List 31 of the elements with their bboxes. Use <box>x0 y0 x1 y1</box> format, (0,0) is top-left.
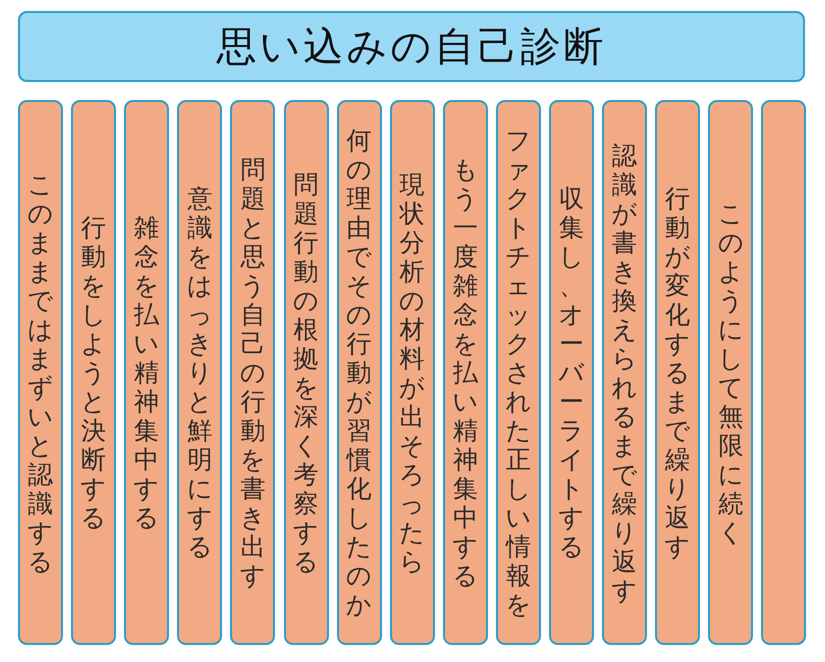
step-text: 収集し、オーバーライトする <box>558 184 584 561</box>
step-column-panel <box>284 100 328 645</box>
step-text: 問題行動の根拠を深く考察する <box>293 170 319 576</box>
empty-column-panel <box>761 100 806 645</box>
step-text: このままではまずいと認識する <box>28 170 54 576</box>
step-column-panel <box>708 100 754 645</box>
step-column-panel <box>230 100 276 645</box>
step-text: 意識をはっきりと鮮明にする <box>186 184 213 561</box>
step-column-panel <box>336 100 382 645</box>
step-text: このようにして無限に続く <box>718 198 744 546</box>
step-column-panel <box>390 100 435 645</box>
step-text: 問題と思う自己の行動を書き出す <box>240 155 266 590</box>
step-column-panel <box>549 100 594 645</box>
title-banner <box>18 11 805 82</box>
step-text: もう一度雑念を払い精神集中する <box>452 155 478 590</box>
step-column-panel <box>442 100 488 645</box>
step-text: 行動をしようと決断する <box>80 213 107 532</box>
step-column-panel <box>71 100 116 645</box>
step-column-panel <box>496 100 541 645</box>
step-text: ファクトチェックされた正しい情報を <box>505 126 532 619</box>
step-text: 雑念を払い精神集中する <box>134 213 160 532</box>
step-column-panel <box>177 100 222 645</box>
step-text: 何の理由でその行動が習慣化したのか <box>346 126 372 619</box>
step-text: 現状分析の材料が出そろったら <box>399 170 426 576</box>
step-text: 行動が変化するまで繰り返す <box>664 184 691 561</box>
step-text: 認識が書き換えられるまで繰り返す <box>612 140 638 604</box>
step-column-panel <box>18 100 63 645</box>
step-column-panel <box>655 100 700 645</box>
step-column-panel <box>602 100 648 645</box>
step-column-panel <box>124 100 170 645</box>
banner-title-text: 思い込みの自己診断 <box>216 23 606 72</box>
